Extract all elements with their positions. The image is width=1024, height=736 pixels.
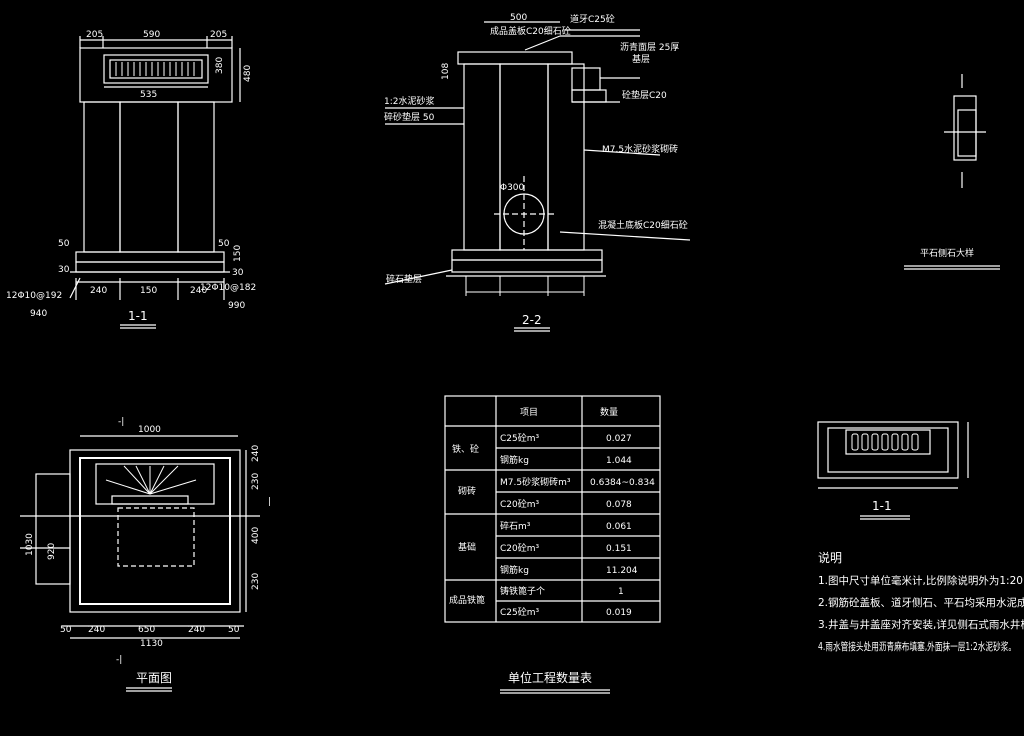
section-mark-right: | (268, 497, 271, 507)
dim-240-b: 240 (190, 286, 207, 296)
dim-1130: 1130 (140, 639, 163, 649)
dim-50-a: 50 (60, 625, 72, 635)
table-cell: 0.019 (606, 608, 632, 618)
table-group-name: 成品铁篦 (449, 594, 485, 606)
width-right: 990 (228, 301, 245, 311)
dim-1000: 1000 (138, 425, 161, 435)
label-m75-brick: M7.5水泥砂浆砌砖 (602, 143, 678, 155)
table-header-qty: 数量 (600, 406, 618, 418)
dim-50-b: 50 (228, 625, 240, 635)
note-item: 2.钢筋砼盖板、道牙侧石、平石均采用水泥成品标准构件。 (818, 596, 1024, 609)
table-group-name: 砌砖 (458, 485, 476, 497)
label-grate-concrete: 成品盖板C20细石砼 (490, 25, 571, 37)
dim-480: 480 (243, 65, 253, 82)
quantity-table: 项目 数量 铁、砼 C25砼m³ 0.027 钢筋kg 1.044 砌砖 M7.… (444, 395, 661, 694)
table-cell: 钢筋kg (500, 564, 529, 576)
section-mark-bottom: -| (116, 655, 122, 665)
table-cell: C20砼m³ (500, 542, 540, 554)
curb-detail: 平石侧石大样 (904, 74, 1000, 270)
table-cell: C25砼m³ (500, 432, 540, 444)
table-group-name: 基础 (458, 541, 476, 553)
dim-50-right: 50 (218, 239, 230, 249)
dim-380: 380 (215, 57, 225, 74)
table-cell: 0.061 (606, 522, 632, 532)
note-item: 3.井盖与井盖座对齐安装,详见侧石式雨水井构造图(二)。 (818, 618, 1024, 631)
table-cell: C25砼m³ (500, 606, 540, 618)
notes-heading: 说明 (818, 550, 842, 565)
label-c20-bottom: 混凝土底板C20细石砼 (598, 219, 688, 231)
dim-400-right: 400 (251, 527, 261, 544)
rebar-left: 12Φ10@192 (6, 291, 62, 301)
section-1-1: 205 590 205 535 380 480 50 30 50 15 (6, 30, 256, 329)
plan-view-title: 平面图 (136, 671, 172, 685)
table-cell: 1.044 (606, 456, 632, 466)
notes: 说明 1.图中尺寸单位毫米计,比例除说明外为1:20 2.钢筋砼盖板、道牙侧石、… (818, 550, 1024, 653)
label-base: 基层 (632, 53, 650, 65)
table-cell: 0.027 (606, 434, 632, 444)
dim-108: 108 (441, 63, 451, 80)
curb-detail-title: 平石侧石大样 (920, 247, 974, 259)
label-curb-stone: 道牙C25砼 (570, 13, 615, 25)
label-gravel: 碎石垫层 (386, 273, 422, 285)
table-cell: 0.078 (606, 500, 632, 510)
table-cell: 11.204 (606, 566, 638, 576)
table-cell: 碎石m³ (500, 520, 531, 532)
dim-920: 920 (47, 543, 57, 560)
label-mortar: 1:2水泥砂浆 (384, 95, 435, 107)
dim-205-left: 205 (86, 30, 103, 40)
dim-500: 500 (510, 13, 527, 23)
table-cell: 1 (618, 587, 624, 597)
section-1-1-title: 1-1 (128, 309, 148, 323)
table-header-item: 项目 (520, 407, 538, 418)
dim-230-right-a: 230 (251, 473, 261, 490)
section-mark-top: -| (118, 417, 124, 427)
dim-240-d: 240 (188, 625, 205, 635)
dim-240-a: 240 (90, 286, 107, 296)
table-cell: 铸铁篦子个 (500, 585, 545, 597)
pipe-dia: Φ300 (500, 183, 525, 193)
dim-590: 590 (143, 30, 160, 40)
note-item: 4.雨水管接头处用沥青麻布填塞,外面抹一层1:2水泥砂浆。 (818, 640, 1016, 653)
section-2-2-title: 2-2 (522, 313, 542, 327)
dim-230-right-b: 230 (251, 573, 261, 590)
table-cell: C20砼m³ (500, 498, 540, 510)
dim-240-right: 240 (251, 445, 261, 462)
dim-650: 650 (138, 625, 155, 635)
label-asphalt: 沥青面层 25厚 (620, 41, 679, 53)
table-group-name: 铁、砼 (452, 443, 479, 455)
section-2-2: 500 Φ300 成品盖板C20细石砼 道牙C25砼 沥青面层 25厚 (384, 13, 691, 332)
label-sand-cushion: 碎砂垫层 50 (384, 111, 435, 123)
dim-50-left: 50 (58, 239, 70, 249)
dim-150-b: 150 (140, 286, 157, 296)
table-cell: 0.6384~0.834 (590, 478, 655, 488)
dim-240-c: 240 (88, 625, 105, 635)
table-cell: 钢筋kg (500, 454, 529, 466)
rebar-right: 12Φ10@182 (200, 283, 256, 293)
dim-535: 535 (140, 90, 157, 100)
table-title: 单位工程数量表 (508, 670, 592, 685)
dim-30-left: 30 (58, 265, 70, 275)
label-cushion-c20: 砼垫层C20 (622, 89, 667, 101)
small-section-title: 1-1 (872, 499, 892, 513)
dim-30-right: 30 (232, 268, 244, 278)
plan-view: 1000 -| 1030 920 240 230 400 230 | 50 24… (20, 417, 271, 692)
note-item: 1.图中尺寸单位毫米计,比例除说明外为1:20 (818, 574, 1023, 587)
table-cell: M7.5砂浆砌砖m³ (500, 476, 571, 488)
dim-1030: 1030 (25, 533, 35, 556)
small-section: 1-1 (817, 421, 969, 520)
width-left: 940 (30, 309, 47, 319)
dim-205-right: 205 (210, 30, 227, 40)
dim-150-right: 150 (233, 245, 243, 262)
table-cell: 0.151 (606, 544, 632, 554)
